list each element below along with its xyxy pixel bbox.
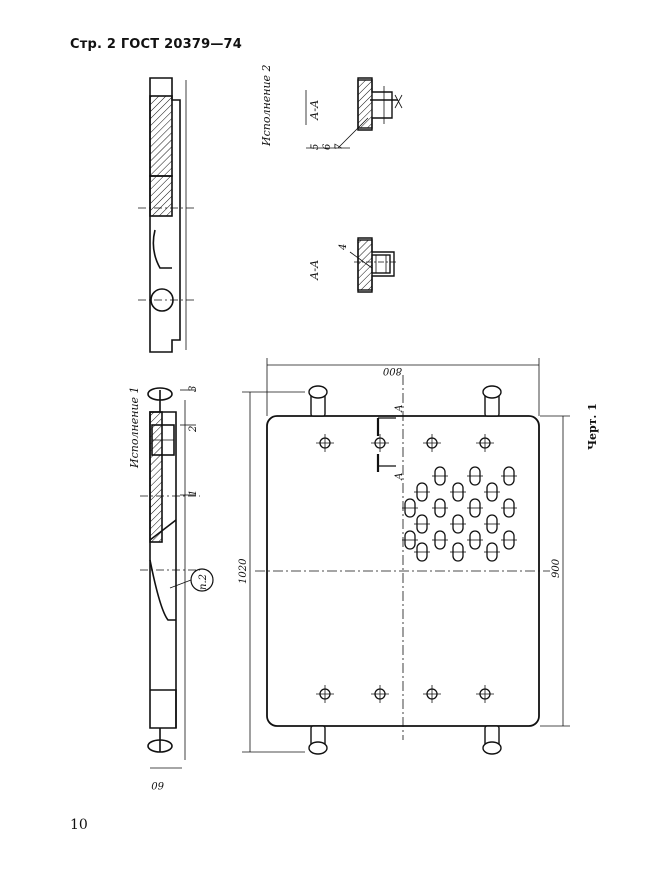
side-profile-upper [138,77,195,353]
section-mark-upper: А [394,404,405,413]
slot-hole [432,498,448,518]
slot-hole [414,514,430,534]
section-cut-marks [376,417,396,472]
page-number: 10 [70,817,88,833]
callout-4: 4 [338,244,349,251]
slot-hole [450,482,466,502]
callout-5: 5 [310,144,321,150]
plate-holes [316,434,517,703]
callout-3: 3 [188,386,199,392]
slot-hole [501,466,517,486]
plate-front-view [255,375,550,740]
slot-hole [450,542,466,562]
slot-hole [402,498,418,518]
slot-hole [484,542,500,562]
slot-hole [467,498,483,518]
slot-hole [450,514,466,534]
slot-hole [414,542,430,562]
section-detail-variant-2 [337,77,403,149]
section-label-upper: А-А [308,100,321,121]
mount-hole [423,434,441,452]
callout-1: 1 [188,490,199,496]
slot-hole [467,466,483,486]
slot-hole [501,498,517,518]
slot-hole [402,530,418,550]
section-label-lower: А-А [308,260,321,281]
variant-2-title: Исполнение 2 [260,64,273,147]
mount-hole [371,685,389,703]
mount-hole [476,685,494,703]
slot-hole [432,530,448,550]
mount-hole [371,434,389,452]
dim-thickness: 60 [151,779,164,790]
slot-hole [484,482,500,502]
dimension-lines [242,358,570,753]
callout-7: 7 [334,143,345,150]
slot-hole [467,530,483,550]
slot-hole [414,482,430,502]
page-header: Стр. 2 ГОСТ 20379—74 [70,37,243,52]
mount-hole [316,434,334,452]
variant-1-title: Исполнение 1 [128,386,141,469]
dim-inner-height: 900 [551,558,562,578]
slot-hole [501,530,517,550]
mount-hole [316,685,334,703]
mount-hole [423,685,441,703]
dim-width: 800 [382,365,402,376]
callout-6: 6 [322,143,333,150]
callout-2: 2 [188,426,199,433]
slot-hole [432,466,448,486]
plate-handles [308,385,502,755]
section-detail-a-a [349,237,398,293]
slot-hole [484,514,500,534]
mount-hole [476,434,494,452]
dim-height: 1020 [238,558,249,584]
note-ref: п.2 [198,574,209,590]
figure-caption: Черт. 1 [586,403,599,450]
side-profile-lower [140,387,200,769]
section-mark-lower: А [394,472,405,481]
